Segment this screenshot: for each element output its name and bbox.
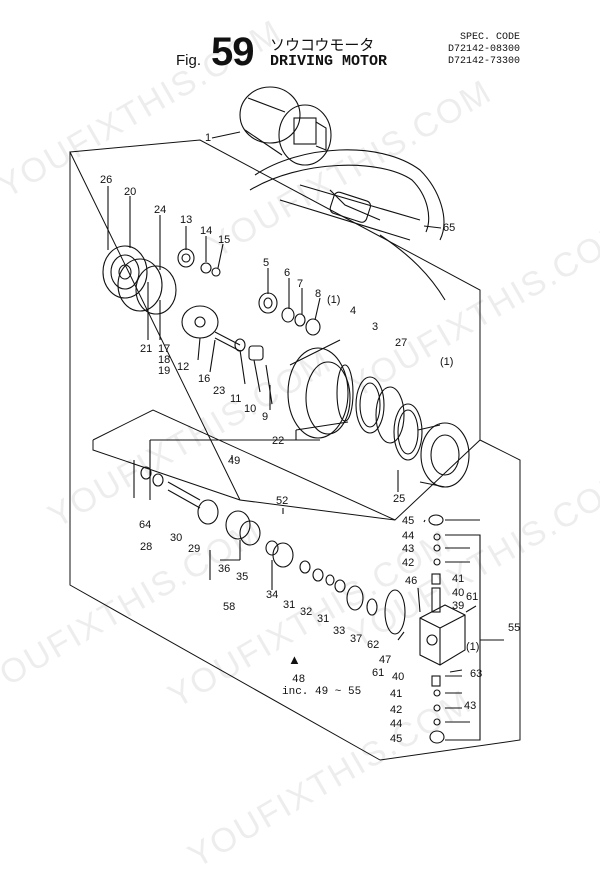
- spec-code-1: D72142-08300: [448, 44, 521, 55]
- callout-label: 25: [393, 493, 405, 505]
- callout-label: 42: [390, 704, 402, 716]
- callout-label: 28: [140, 541, 152, 553]
- callout-label: 32: [300, 606, 312, 618]
- title-japanese: ソウコウモータ: [270, 37, 375, 54]
- callout-label: 30: [170, 532, 182, 544]
- figure-number: 59: [211, 30, 254, 74]
- exploded-parts-diagram: 1 26 20 24 13 14 15 5 6 7 8 (1) 4 3 27 (…: [69, 86, 521, 761]
- callout-label: 27: [395, 337, 407, 349]
- spec-code-label: SPEC. CODE: [460, 32, 521, 43]
- callout-label: 39: [452, 600, 464, 612]
- callout-label: 19: [158, 365, 170, 377]
- callout-label: 17: [158, 343, 170, 355]
- callout-label: 52: [276, 495, 288, 507]
- part-callouts: 1 26 20 24 13 14 15 5 6 7 8 (1) 4 3 27 (…: [100, 132, 520, 745]
- callout-label: 5: [263, 257, 269, 269]
- callout-label: 1: [205, 132, 211, 144]
- callout-label: (1): [327, 294, 340, 306]
- drawing-linework: [69, 86, 521, 761]
- callout-label: (1): [466, 641, 479, 653]
- callout-label: 42: [402, 557, 414, 569]
- callout-label: 61: [466, 591, 478, 603]
- callout-label: 15: [218, 234, 230, 246]
- callout-label: 37: [350, 633, 362, 645]
- callout-label: 9: [262, 411, 268, 423]
- callout-label: 45: [390, 733, 402, 745]
- callout-label: 8: [315, 288, 321, 300]
- callout-label: 40: [452, 587, 464, 599]
- callout-label: 46: [405, 575, 417, 587]
- callout-label: 55: [508, 622, 520, 634]
- callout-label: 29: [188, 543, 200, 555]
- spec-code-2: D72142-73300: [448, 56, 521, 67]
- callout-label: 3: [372, 321, 378, 333]
- callout-label: 26: [100, 174, 112, 186]
- figure-prefix: Fig.: [176, 52, 202, 69]
- callout-label: 4: [350, 305, 356, 317]
- callout-label: 64: [139, 519, 151, 531]
- callout-label: 41: [452, 573, 464, 585]
- callout-label: 36: [218, 563, 230, 575]
- callout-label: 43: [402, 543, 414, 555]
- callout-label: 16: [198, 373, 210, 385]
- footnote-includes: inc. 49 ~ 55: [282, 686, 362, 698]
- callout-label: 23: [213, 385, 225, 397]
- callout-label: 11: [230, 393, 241, 405]
- callout-label: 35: [236, 571, 248, 583]
- callout-label: 44: [402, 530, 414, 542]
- callout-label: 31: [317, 613, 329, 625]
- callout-label: (1): [440, 356, 453, 368]
- callout-label: 22: [272, 435, 284, 447]
- callout-label: 58: [223, 601, 235, 613]
- callout-label: 13: [180, 214, 192, 226]
- callout-label: 41: [390, 688, 402, 700]
- callout-label: 10: [244, 403, 256, 415]
- callout-label: 49: [228, 455, 240, 467]
- callout-label: 21: [140, 343, 152, 355]
- callout-label: 7: [297, 278, 303, 290]
- callout-label: 61: [372, 667, 384, 679]
- callout-label: 18: [158, 354, 170, 366]
- callout-label: 14: [200, 225, 212, 237]
- callout-label: 6: [284, 267, 290, 279]
- callout-label: 44: [390, 718, 402, 730]
- callout-label: 20: [124, 186, 136, 198]
- callout-label: 43: [464, 700, 476, 712]
- title-english: DRIVING MOTOR: [270, 53, 388, 70]
- callout-label: 63: [470, 668, 482, 680]
- callout-label: 12: [177, 361, 189, 373]
- triangle-marker-icon: ▲: [288, 652, 301, 667]
- callout-label: 45: [402, 515, 414, 527]
- footnote-part-number: 48: [292, 674, 306, 686]
- callout-label: 40: [392, 671, 404, 683]
- callout-label: 33: [333, 625, 345, 637]
- callout-label: 34: [266, 589, 278, 601]
- callout-label: 47: [379, 654, 391, 666]
- callout-label: 62: [367, 639, 379, 651]
- callout-label: 31: [283, 599, 295, 611]
- callout-label: 65: [443, 222, 455, 234]
- callout-label: 24: [154, 204, 166, 216]
